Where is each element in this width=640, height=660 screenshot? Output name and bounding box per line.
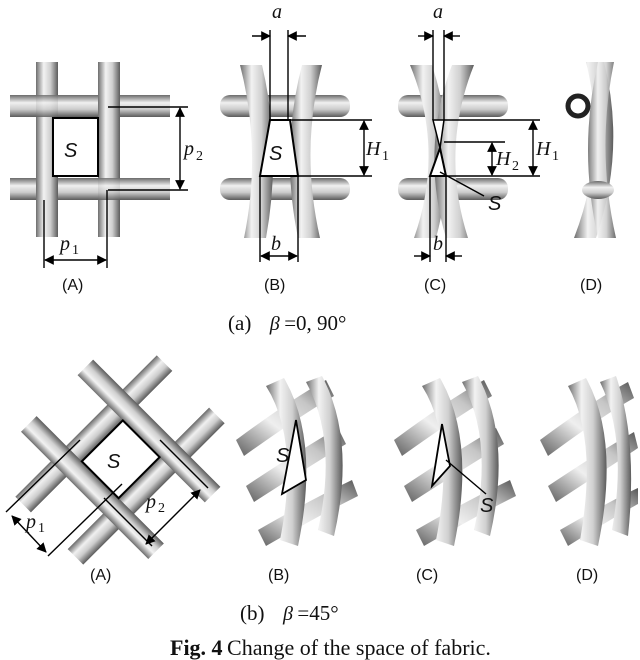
figure-caption-text: Change of the space of fabric. [227, 635, 491, 660]
symbol-a-top-c: a [433, 1, 443, 23]
panel-bottom-a-weave [15, 355, 225, 565]
symbol-h2-top-c: H [495, 148, 512, 170]
symbol-p1-bottom-a: p [24, 511, 36, 533]
symbol-p2-sub-top-a: 2 [196, 149, 203, 164]
symbol-p1-sub-bottom-a: 1 [38, 521, 45, 536]
row-a-value: =0, 90° [284, 311, 346, 335]
panel-bottom-label-d: (D) [576, 567, 598, 584]
panel-top-label-c: (C) [424, 277, 446, 294]
panel-top-label-d: (D) [580, 277, 602, 294]
symbol-s-top-a: S [64, 140, 78, 162]
panel-top-a-weave [10, 62, 188, 268]
row-b-beta: β [282, 603, 293, 625]
panel-top-d-weave [565, 62, 616, 238]
symbol-b-top-c: b [433, 233, 443, 255]
panel-bottom-label-c: (C) [416, 567, 438, 584]
panel-bottom-label-a: (A) [90, 567, 111, 584]
symbol-p1-sub-top-a: 1 [72, 243, 79, 258]
symbol-p2-sub-bottom-a: 2 [158, 501, 165, 516]
panel-bottom-d-weave [540, 376, 638, 546]
panel-bottom-a-dimensions [5, 439, 209, 557]
symbol-p2-bottom-a: p [144, 491, 156, 513]
symbol-s-bottom-b: S [276, 445, 290, 467]
symbol-s-bottom-a: S [107, 451, 121, 473]
panel-top-label-a: (A) [62, 277, 83, 294]
symbol-h1-sub-top-b: 1 [382, 149, 389, 164]
symbol-h1-sub-top-c: 1 [552, 149, 559, 164]
symbol-h2-sub-top-c: 2 [512, 159, 519, 174]
panel-top-label-b: (B) [264, 277, 285, 294]
symbol-s-bottom-c: S [480, 495, 494, 517]
symbol-s-top-b: S [269, 143, 283, 165]
symbol-b-top-b: b [271, 233, 281, 255]
panel-top-b-weave [220, 30, 372, 262]
figure-caption: Fig. 4 Change of the space of fabric. [170, 635, 491, 660]
space-s-bottom-b [280, 419, 307, 496]
row-b-prefix: (b) [240, 601, 265, 625]
panel-top-c-weave [398, 30, 540, 262]
space-s-bottom-c [430, 423, 451, 489]
row-a-caption: (a) β =0, 90° [228, 311, 346, 335]
space-s-rect [52, 117, 99, 177]
space-s-rotated [80, 418, 162, 500]
row-b-value: =45° [297, 601, 338, 625]
row-b-caption: (b) β =45° [240, 601, 339, 625]
space-s-small [428, 144, 448, 177]
symbol-s-top-c: S [488, 193, 502, 215]
row-a-prefix: (a) [228, 311, 251, 335]
symbol-a-top-b: a [272, 1, 282, 23]
row-a-beta: β [269, 313, 280, 335]
symbol-h1-top-b: H [365, 138, 382, 160]
panel-bottom-c-weave [394, 376, 516, 546]
symbol-h1-top-c: H [535, 138, 552, 160]
panel-bottom-b-weave [236, 376, 358, 546]
symbol-p2-top-a: p [182, 138, 194, 160]
figure-caption-label: Fig. 4 [170, 635, 223, 660]
symbol-p1-top-a: p [58, 233, 70, 255]
panel-bottom-label-b: (B) [268, 567, 289, 584]
